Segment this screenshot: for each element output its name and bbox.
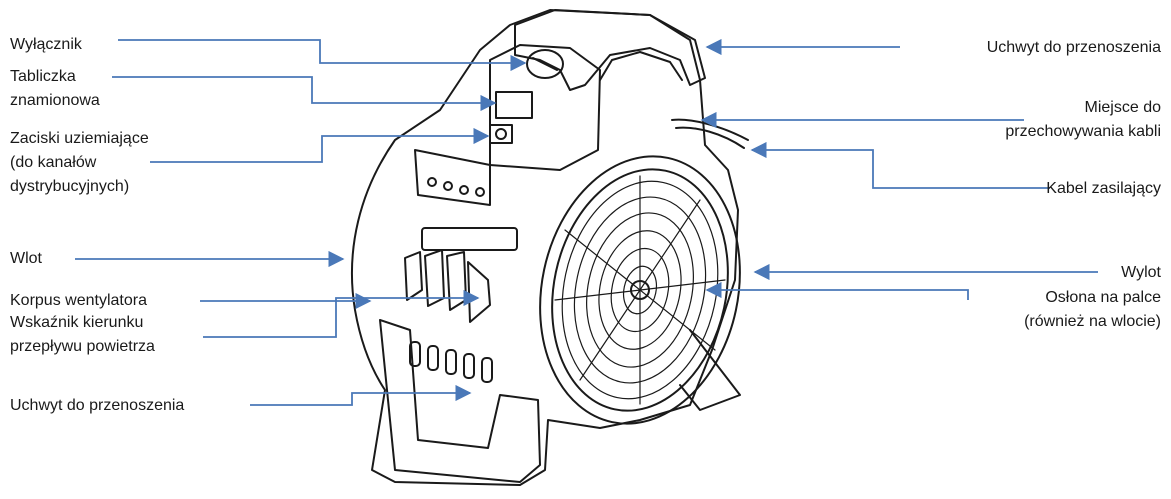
label-zaciski-line: Zaciski uziemiające xyxy=(10,130,149,147)
label-oslona-line: (również na wlocie) xyxy=(1024,313,1161,330)
side-terminals xyxy=(414,149,491,206)
label-miejsce: Miejsce do przechowywania kabli xyxy=(1005,96,1161,144)
stand-foot xyxy=(679,329,741,411)
leader-oslona xyxy=(705,281,969,300)
label-uchwyt_dolny: Uchwyt do przenoszenia xyxy=(10,397,185,414)
label-wlot: Wlot xyxy=(10,250,42,267)
leader-uchwyt_dolny xyxy=(250,384,472,406)
guard-hub xyxy=(630,280,650,300)
airflow-arrow-4 xyxy=(467,261,491,323)
label-wskaznik-line: przepływu powietrza xyxy=(10,338,155,355)
finger-guard xyxy=(554,175,726,405)
label-tabliczka: Tabliczka znamionowa xyxy=(10,65,100,113)
leader-wylacznik xyxy=(118,39,527,72)
body-slot xyxy=(421,227,518,251)
airflow-arrow-1 xyxy=(404,251,423,301)
label-wylacznik: Wyłącznik xyxy=(10,36,82,53)
ground-terminal xyxy=(489,124,513,144)
front-ring xyxy=(539,155,741,425)
leader-tabliczka xyxy=(112,76,497,112)
fan-body-outline xyxy=(350,9,739,486)
cable-storage xyxy=(671,118,749,141)
bottom-handle xyxy=(379,319,541,483)
label-wskaznik: Wskaźnik kierunku przepływu powietrza xyxy=(10,311,155,359)
label-korpus: Korpus wentylatora xyxy=(10,292,147,309)
leader-kabel xyxy=(750,141,1050,189)
label-wskaznik-line: Wskaźnik kierunku xyxy=(10,314,144,331)
label-oslona-line: Osłona na palce xyxy=(1045,289,1161,306)
label-miejsce-line: przechowywania kabli xyxy=(1005,123,1161,140)
label-zaciski: Zaciski uziemiające (do kanałów dystrybucy… xyxy=(10,127,149,199)
label-miejsce-line: Miejsce do xyxy=(1084,99,1161,116)
top-handle xyxy=(514,9,706,91)
label-oslona: Osłona na palce (również na wlocie) xyxy=(1024,286,1161,334)
airflow-arrow-3 xyxy=(446,251,467,311)
leader-zaciski xyxy=(150,127,490,163)
label-wylot: Wylot xyxy=(1121,264,1161,281)
label-tabliczka-line: znamionowa xyxy=(10,92,100,109)
control-panel xyxy=(489,44,601,171)
rating-plate xyxy=(495,91,533,119)
label-kabel: Kabel zasilający xyxy=(1046,180,1161,197)
switch-knob xyxy=(526,49,564,79)
label-zaciski-line: dystrybucyjnych) xyxy=(10,178,130,195)
label-uchwyt_gorny: Uchwyt do przenoszenia xyxy=(986,39,1161,56)
label-tabliczka-line: Tabliczka xyxy=(10,68,76,85)
leader-wskaznik xyxy=(203,289,480,338)
label-zaciski-line: (do kanałów xyxy=(10,154,97,171)
